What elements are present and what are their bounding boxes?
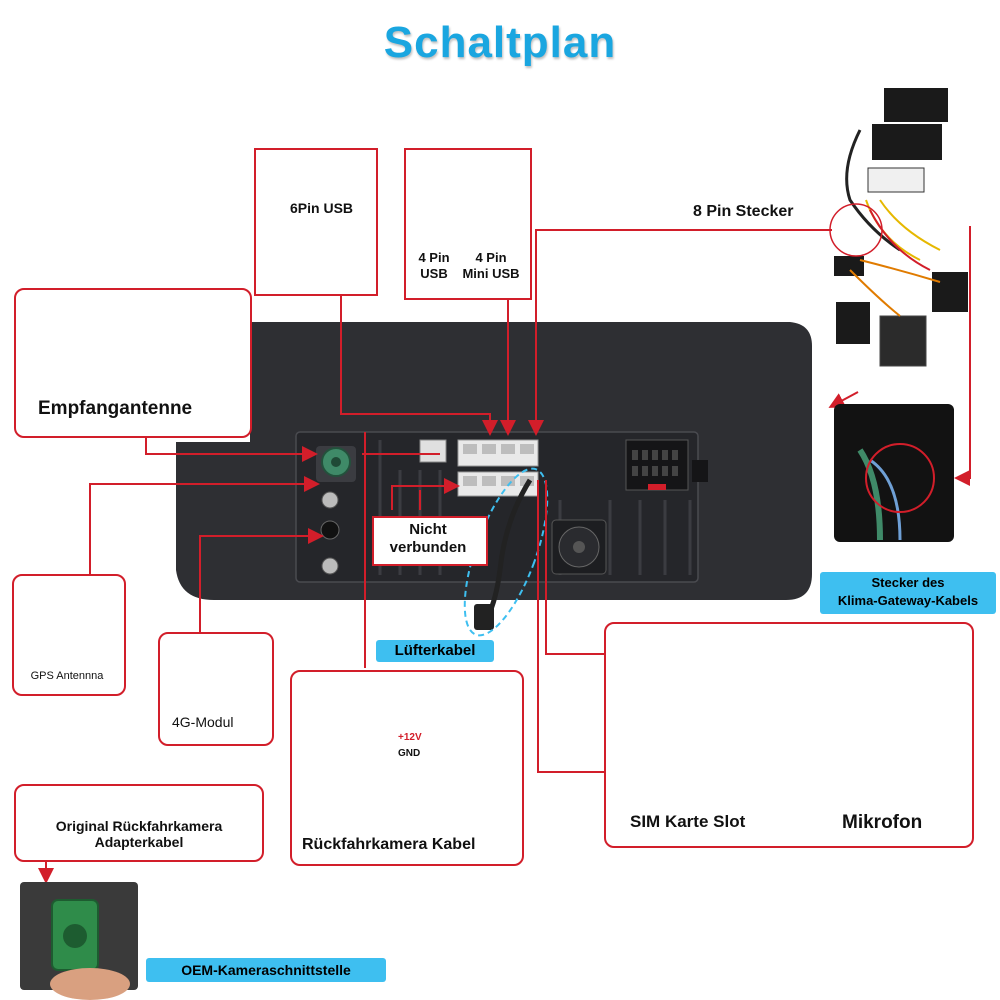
box-4g bbox=[158, 632, 274, 746]
box-rueckfahrkamera-kabel bbox=[290, 670, 524, 866]
label-sim-slot: SIM Karte Slot bbox=[630, 812, 746, 831]
harness-8pin bbox=[829, 88, 968, 367]
tag-luefterkabel: Lüfterkabel bbox=[376, 640, 494, 662]
oem-camera-photo bbox=[20, 882, 138, 1000]
box-sim-mikrofon bbox=[604, 622, 974, 848]
label-6pin-usb: 6Pin USB bbox=[290, 200, 354, 216]
klima-gateway-photo bbox=[834, 404, 954, 542]
box-gps bbox=[12, 574, 126, 696]
label-camera-adapter: Original Rückfahrkamera Adapterkabel bbox=[55, 818, 223, 850]
box-nicht-verbunden bbox=[372, 516, 488, 566]
tag-klima-gateway: Stecker des Klima-Gateway-Kabels bbox=[820, 572, 996, 614]
box-empfangantenne bbox=[14, 288, 252, 438]
label-empfangantenne: Empfangantenne bbox=[38, 398, 193, 419]
head-unit bbox=[176, 322, 812, 637]
page-title: Schaltplan bbox=[383, 18, 617, 67]
tag-oem-kamera: OEM-Kameraschnittstelle bbox=[146, 958, 386, 982]
box-camera-adapter bbox=[14, 784, 264, 862]
label-rueckfahrkamera-kabel: Rückfahrkamera Kabel bbox=[302, 836, 476, 853]
box-usb-6pin bbox=[254, 148, 378, 296]
label-mikrofon: Mikrofon bbox=[842, 812, 923, 833]
label-12v: +12V bbox=[398, 732, 422, 743]
label-gnd: GND bbox=[398, 748, 421, 759]
label-mini-usb: 4 Pin Mini USB bbox=[462, 250, 520, 281]
label-4pin-usb: 4 Pin USB bbox=[418, 250, 450, 281]
box-usb-4pin bbox=[404, 148, 532, 300]
label-4g: 4G-Modul bbox=[172, 714, 234, 730]
label-8pin-stecker: 8 Pin Stecker bbox=[693, 203, 794, 220]
label-gps: GPS Antennna bbox=[30, 670, 104, 682]
label-nicht-verbunden: Nicht verbunden bbox=[389, 521, 467, 556]
